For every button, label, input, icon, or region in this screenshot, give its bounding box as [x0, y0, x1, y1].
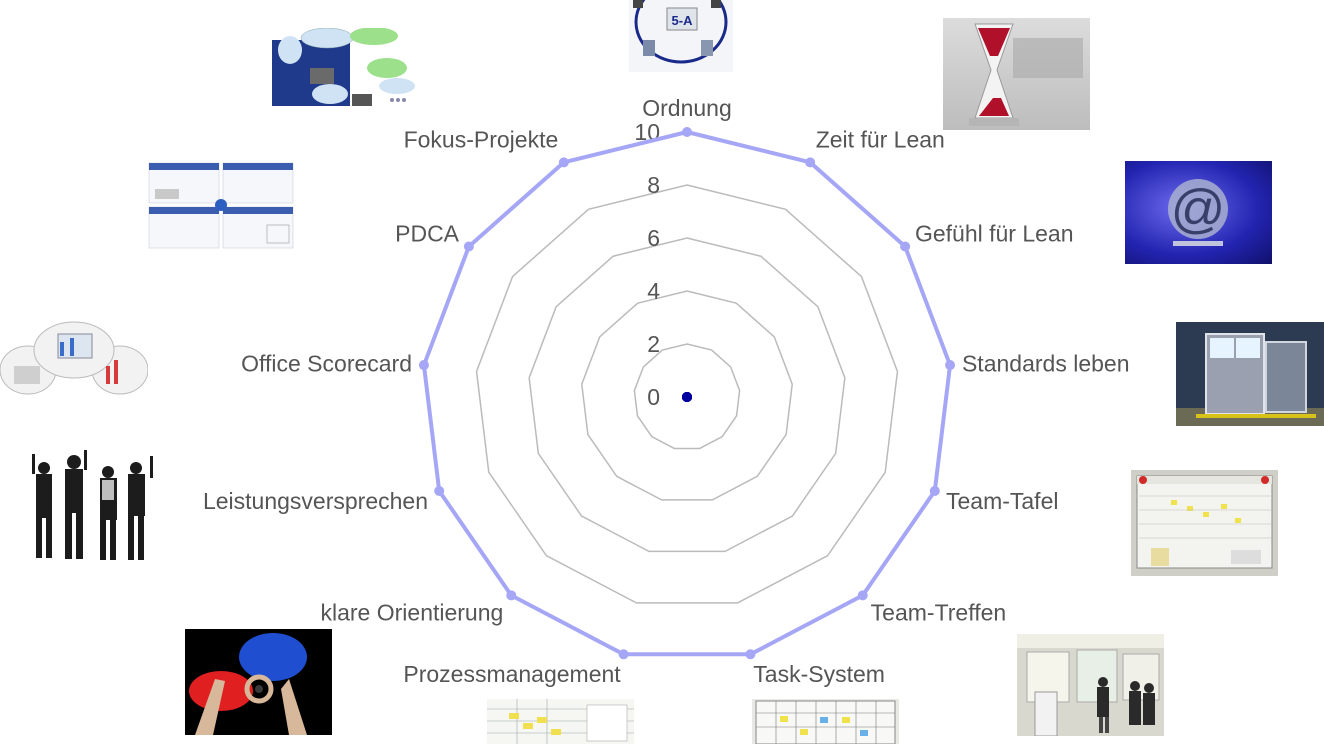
r-tick-label: 4 — [647, 278, 660, 304]
category-label: Fokus-Projekte — [404, 127, 559, 153]
workshop-diagram-thumbnail — [272, 28, 419, 106]
scorecard-diagram-thumbnail — [0, 320, 148, 396]
series-0-point — [558, 157, 569, 168]
series-0-line — [421, 130, 953, 657]
grid-ring-6 — [528, 237, 846, 553]
series-0-point — [682, 127, 692, 137]
team-board-thumbnail — [1131, 470, 1278, 576]
hourglass-thumbnail — [943, 18, 1090, 130]
5-a-thumbnail: 5-A — [629, 0, 733, 72]
grid-ring-8 — [475, 184, 899, 604]
category-label: Office Scorecard — [241, 351, 412, 377]
team-meeting-thumbnail — [1017, 634, 1164, 736]
series-0-point — [618, 649, 629, 660]
category-label: Team-Treffen — [871, 599, 1007, 625]
series-0-point — [900, 241, 911, 252]
category-label: Gefühl für Lean — [915, 221, 1074, 247]
jumping-team-thumbnail — [24, 448, 170, 571]
task-board-thumbnail — [752, 699, 899, 744]
category-label: Prozessmanagement — [403, 661, 621, 687]
series-0-point — [745, 649, 756, 660]
series-0-point — [945, 360, 956, 371]
series-0-point — [506, 590, 517, 601]
hands-speech-bubbles-thumbnail — [185, 629, 332, 735]
problem-solving-sheet-thumbnail — [147, 161, 297, 250]
series-0-point — [418, 360, 429, 371]
category-label: Ordnung — [642, 95, 732, 121]
at-sign-thumbnail: @ — [1125, 161, 1272, 264]
standard-workplace-thumbnail — [1176, 322, 1324, 426]
category-label: Team-Tafel — [946, 488, 1058, 514]
category-label: Zeit für Lean — [816, 127, 945, 153]
grid-ring-4 — [581, 290, 793, 501]
r-tick-label: 8 — [647, 172, 660, 198]
series-0-point — [463, 241, 474, 252]
category-label: PDCA — [395, 221, 460, 247]
category-label: Task-System — [753, 661, 885, 687]
r-tick-label: 6 — [647, 225, 660, 251]
series-0-point — [857, 590, 868, 601]
series-0-point — [805, 157, 816, 168]
series-0-point — [434, 485, 445, 496]
series-0-point — [929, 485, 940, 496]
r-tick-label: 2 — [647, 331, 660, 357]
series-1-point — [682, 392, 692, 402]
category-label: Leistungsversprechen — [203, 488, 428, 514]
grid-ring-2 — [633, 343, 741, 450]
r-tick-label: 0 — [647, 384, 660, 410]
svg-text:@: @ — [1171, 179, 1226, 239]
category-label: klare Orientierung — [321, 599, 504, 625]
svg-text:5-A: 5-A — [672, 13, 694, 28]
5-a-graphic: 5-A — [633, 0, 728, 64]
process-whiteboard-thumbnail — [487, 699, 634, 744]
category-label: Standards leben — [962, 351, 1130, 377]
